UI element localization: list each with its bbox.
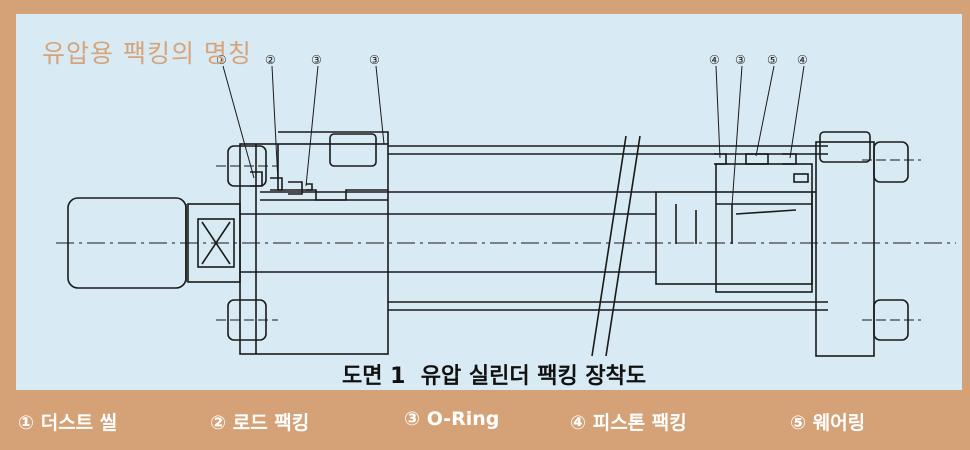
front-head [239,143,389,355]
legend-bar: ① 더스트 씰 ② 로드 팩킹 ③ O-Ring ④ 피스톤 팩킹 ⑤ 웨어링 [0,400,970,440]
callout-3c: ③ [735,53,746,67]
callout-3b: ③ [369,53,380,67]
cylinder-drawing: ① ② ③ ③ ④ ③ ⑤ ④ [56,53,956,357]
callout-4b: ④ [797,53,808,67]
callout-2: ② [265,53,276,67]
legend-num: ① [18,412,35,434]
piston [655,191,813,285]
legend-label: 피스톤 팩킹 [592,412,687,434]
callout-3a: ③ [311,53,322,67]
legend-num: ② [210,412,227,434]
figure-caption: 도면 1 유압 실린더 팩킹 장착도 [342,364,647,389]
legend-label: O-Ring [426,408,500,430]
legend-label: 로드 팩킹 [232,412,310,434]
legend-item-wear-ring: ⑤ 웨어링 [790,408,865,435]
callout-5: ⑤ [767,53,778,67]
legend-item-rod-packing: ② 로드 팩킹 [210,408,309,435]
legend-item-o-ring: ③ O-Ring [404,408,499,430]
legend-label: 더스트 씰 [40,412,118,434]
legend-item-dust-seal: ① 더스트 씰 [18,408,117,435]
callout-4a: ④ [709,53,720,67]
callout-1: ① [216,53,227,67]
diagram-title: 유압용 팩킹의 명칭 [42,39,252,68]
legend-item-piston-packing: ④ 피스톤 팩킹 [570,408,687,435]
legend-num: ⑤ [790,412,807,434]
rear-head [815,141,875,357]
legend-num: ④ [570,412,587,434]
drawing-panel: ① ② ③ ③ ④ ③ ⑤ ④ 유압용 팩킹의 명칭 도면 1 유압 실린더 팩… [16,14,962,390]
legend-label: 웨어링 [812,412,866,434]
break-line-2 [605,135,641,357]
legend-num: ③ [404,408,421,430]
break-line-1 [591,135,627,357]
